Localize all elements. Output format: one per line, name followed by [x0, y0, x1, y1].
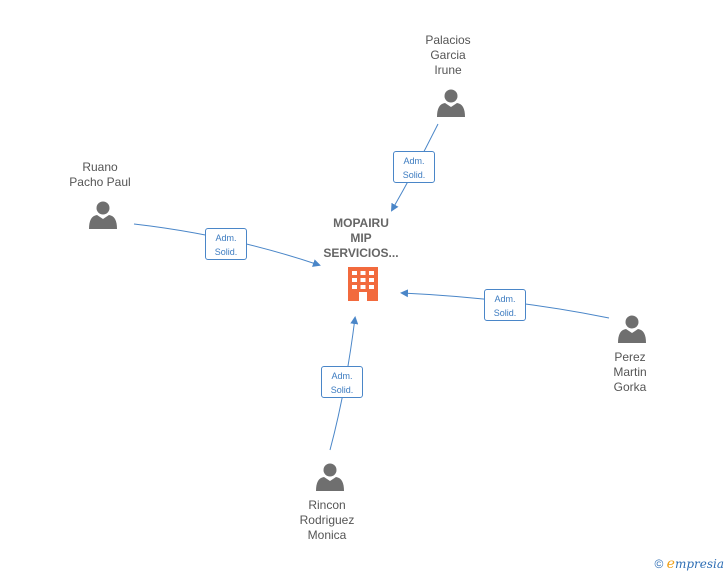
relation-label: Solid.	[493, 308, 517, 318]
relation-label: Adm.	[494, 294, 516, 304]
relation-badge-palacios[interactable]: Adm. Solid.	[393, 151, 435, 183]
brand-logo-e: e	[666, 556, 675, 572]
person-name-line: Ruano	[82, 160, 118, 174]
relation-badge-rincon[interactable]: Adm. Solid.	[321, 366, 363, 398]
company-name-line: MOPAIRU	[333, 216, 389, 230]
person-icon[interactable]	[316, 463, 344, 492]
relation-label: Solid.	[402, 170, 426, 180]
relation-label: Adm.	[331, 371, 353, 381]
relation-badge-ruano[interactable]: Adm. Solid.	[205, 228, 247, 260]
building-icon[interactable]	[348, 267, 378, 301]
person-name-line: Garcia	[430, 48, 466, 62]
person-icon[interactable]	[437, 89, 465, 118]
relation-label: Solid.	[214, 247, 238, 257]
company-name[interactable]: MOPAIRU MIP SERVICIOS...	[310, 216, 412, 261]
copyright-icon: ©	[654, 557, 664, 571]
person-name-perez[interactable]: Perez Martin Gorka	[590, 350, 670, 395]
person-name-line: Gorka	[613, 380, 647, 394]
person-name-ruano[interactable]: Ruano Pacho Paul	[55, 160, 145, 190]
person-icon[interactable]	[618, 315, 646, 344]
person-name-line: Palacios	[425, 33, 471, 47]
brand-logo-text: mpresia	[674, 557, 724, 571]
person-name-palacios[interactable]: Palacios Garcia Irune	[408, 33, 488, 78]
person-name-line: Perez	[614, 350, 646, 364]
company-name-line: MIP	[350, 231, 372, 245]
person-name-line: Martin	[613, 365, 647, 379]
person-name-line: Rodriguez	[299, 513, 355, 527]
person-name-rincon[interactable]: Rincon Rodriguez Monica	[282, 498, 372, 543]
person-name-line: Irune	[434, 63, 462, 77]
footer-brand[interactable]: © empresia	[654, 556, 724, 572]
relation-label: Adm.	[403, 156, 425, 166]
company-name-line: SERVICIOS...	[323, 246, 399, 260]
relation-label: Adm.	[215, 233, 237, 243]
person-icon[interactable]	[89, 201, 117, 230]
person-name-line: Pacho Paul	[69, 175, 131, 189]
relation-label: Solid.	[330, 385, 354, 395]
person-name-line: Monica	[307, 528, 347, 542]
person-name-line: Rincon	[308, 498, 346, 512]
relation-badge-perez[interactable]: Adm. Solid.	[484, 289, 526, 321]
